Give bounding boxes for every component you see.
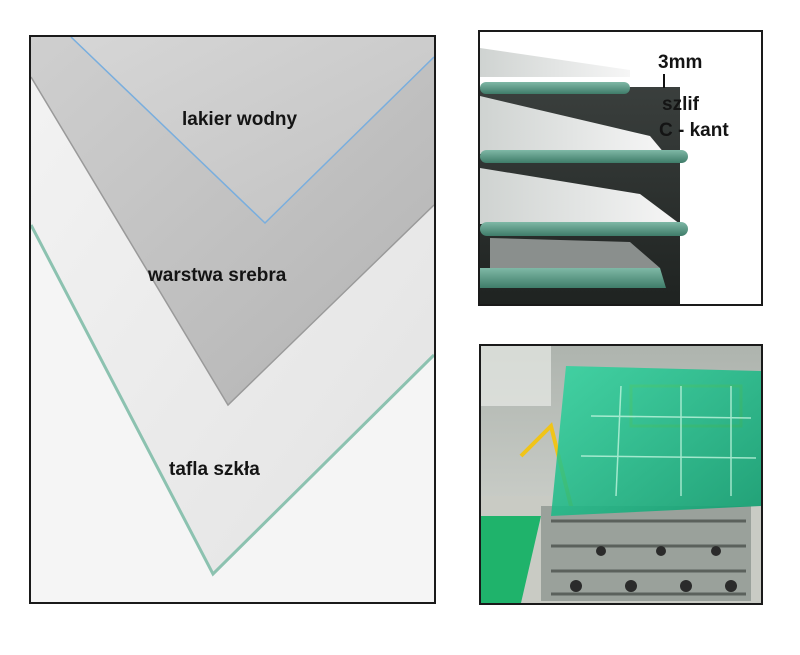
silver-edge-line: [31, 76, 434, 407]
lacquer-layer: [71, 37, 434, 223]
hall-window: [481, 346, 551, 406]
glass-sheet-1: [480, 48, 630, 77]
machine-frame-lines: [580, 385, 757, 497]
glass-edge-1: [480, 82, 630, 94]
label-silver-layer: warstwa srebra: [148, 265, 287, 286]
label-glass-sheet: tafla szkła: [169, 459, 260, 480]
label-thickness: 3mm: [658, 52, 703, 73]
glass-sheet-2: [480, 96, 665, 154]
glass-edge-2: [480, 150, 688, 163]
glass-edge-4: [480, 268, 666, 288]
glass-edges-photo: 3mm szlif C - kant: [478, 30, 763, 306]
label-water-lacquer: lakier wodny: [182, 109, 298, 130]
glass-edges-illustration: [480, 32, 761, 304]
label-grinding: szlif: [662, 94, 699, 115]
glass-lower-area: [31, 225, 434, 602]
glass-edge-line: [31, 224, 434, 577]
glass-sheet-3: [480, 168, 680, 224]
mirror-layers-photo: lakier wodny warstwa srebra tafla szkła: [29, 35, 436, 604]
green-glass-pane: [551, 366, 761, 516]
glass-processing-machine-photo: [479, 344, 763, 605]
glass-sheet-4: [490, 238, 660, 268]
conveyor-wheels: [570, 546, 737, 592]
floor-green-zone: [481, 516, 541, 603]
factory-illustration: [481, 346, 761, 603]
lacquer-edge-line: [70, 37, 434, 225]
mirror-layers-illustration: [31, 37, 434, 602]
conveyor-rollers: [551, 519, 746, 596]
label-c-edge: C - kant: [659, 120, 729, 141]
glass-edge-3: [480, 222, 688, 236]
